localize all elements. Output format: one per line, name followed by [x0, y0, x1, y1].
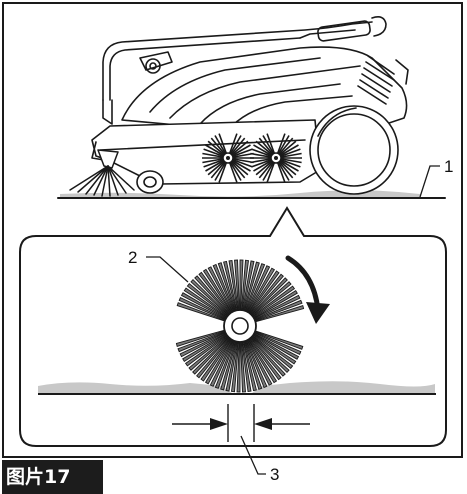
callout-2-leader	[146, 256, 189, 283]
callout-3-leader	[240, 435, 266, 475]
floor-dust-top	[60, 190, 420, 199]
callout-3-label: 3	[270, 465, 279, 484]
figure-caption: 图片17	[2, 460, 103, 494]
handle-bar	[102, 21, 373, 101]
brush-axle	[231, 317, 249, 335]
rotation-arrow	[285, 255, 330, 324]
contact-width-indicator	[172, 404, 310, 442]
lower-bristle-tuft	[175, 329, 304, 393]
main-brush-left	[202, 133, 254, 183]
callout-1-leader	[419, 165, 440, 198]
body-shell	[121, 46, 408, 129]
front-wheel	[136, 170, 164, 194]
main-brush-detail	[175, 259, 305, 393]
callout-2-label: 2	[128, 248, 137, 267]
rear-wheel	[309, 105, 399, 195]
upper-bristle-tuft	[176, 259, 305, 323]
main-brush-pair	[202, 133, 302, 183]
sweeper-machine	[57, 16, 446, 199]
main-brush-right	[250, 133, 302, 183]
vent-slats	[357, 55, 395, 105]
handle-grip	[317, 20, 371, 42]
side-brush	[69, 149, 135, 197]
callout-1-label: 1	[444, 157, 453, 176]
floor-dust-detail	[38, 381, 435, 394]
